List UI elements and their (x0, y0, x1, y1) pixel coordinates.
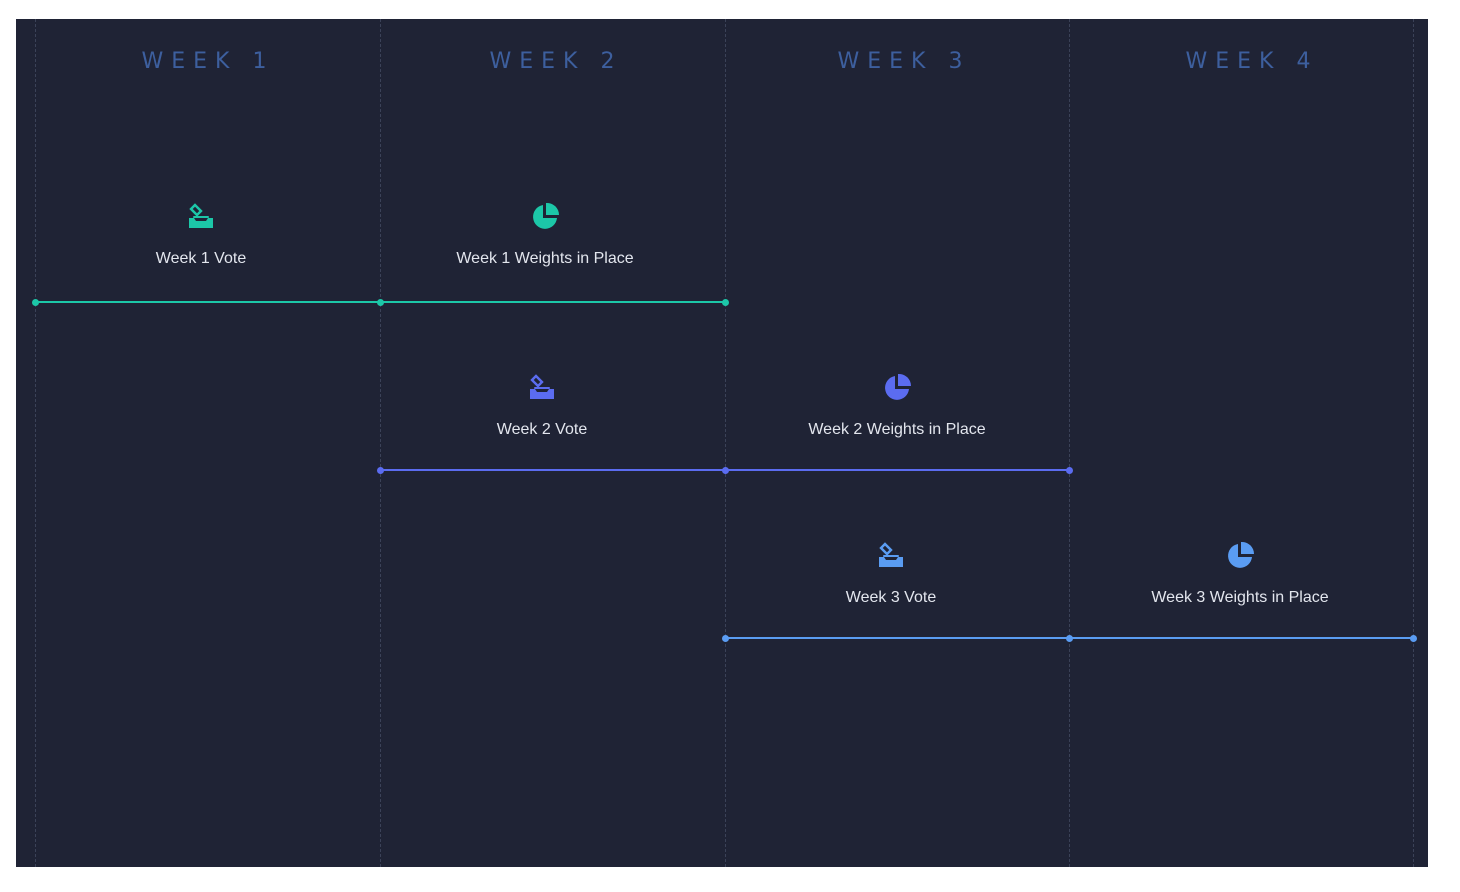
week-2-header: WEEK 2 (489, 49, 623, 74)
track-3-node (1065, 635, 1073, 642)
column-divider (1069, 19, 1070, 867)
track-3-node (721, 635, 729, 642)
track-1-node (376, 299, 384, 306)
column-divider (725, 19, 726, 867)
event-label: Week 1 Weights in Place (456, 250, 634, 267)
event-week-1-weights: Week 1 Weights in Place (415, 202, 675, 268)
week-4-header: WEEK 4 (1185, 49, 1319, 74)
timeline-board: WEEK 1 WEEK 2 WEEK 3 WEEK 4 Week 1 Vote … (16, 19, 1428, 867)
event-label: Week 2 Weights in Place (808, 421, 986, 438)
ballot-box-icon (879, 542, 903, 567)
column-divider (380, 19, 381, 867)
week-1-header: WEEK 1 (141, 49, 275, 74)
event-label: Week 3 Vote (845, 589, 937, 606)
event-week-3-vote: Week 3 Vote (761, 541, 1021, 607)
event-week-2-weights: Week 2 Weights in Place (767, 373, 1027, 439)
pie-chart-icon (885, 373, 912, 400)
event-week-1-vote: Week 1 Vote (71, 202, 331, 268)
event-week-2-vote: Week 2 Vote (412, 373, 672, 439)
track-1-node (31, 299, 39, 306)
pie-chart-icon (533, 202, 560, 229)
track-2-node (376, 467, 384, 474)
week-3-header: WEEK 3 (837, 49, 971, 74)
column-divider (1413, 19, 1414, 867)
track-1-node (721, 299, 729, 306)
pie-chart-icon (1228, 541, 1255, 568)
event-label: Week 2 Vote (496, 421, 588, 438)
event-label: Week 1 Vote (155, 250, 247, 267)
ballot-box-icon (530, 374, 554, 399)
event-label: Week 3 Weights in Place (1151, 589, 1329, 606)
column-divider (35, 19, 36, 867)
event-week-3-weights: Week 3 Weights in Place (1110, 541, 1370, 607)
track-2-node (1065, 467, 1073, 474)
track-2-node (721, 467, 729, 474)
ballot-box-icon (189, 203, 213, 228)
track-3-node (1409, 635, 1417, 642)
